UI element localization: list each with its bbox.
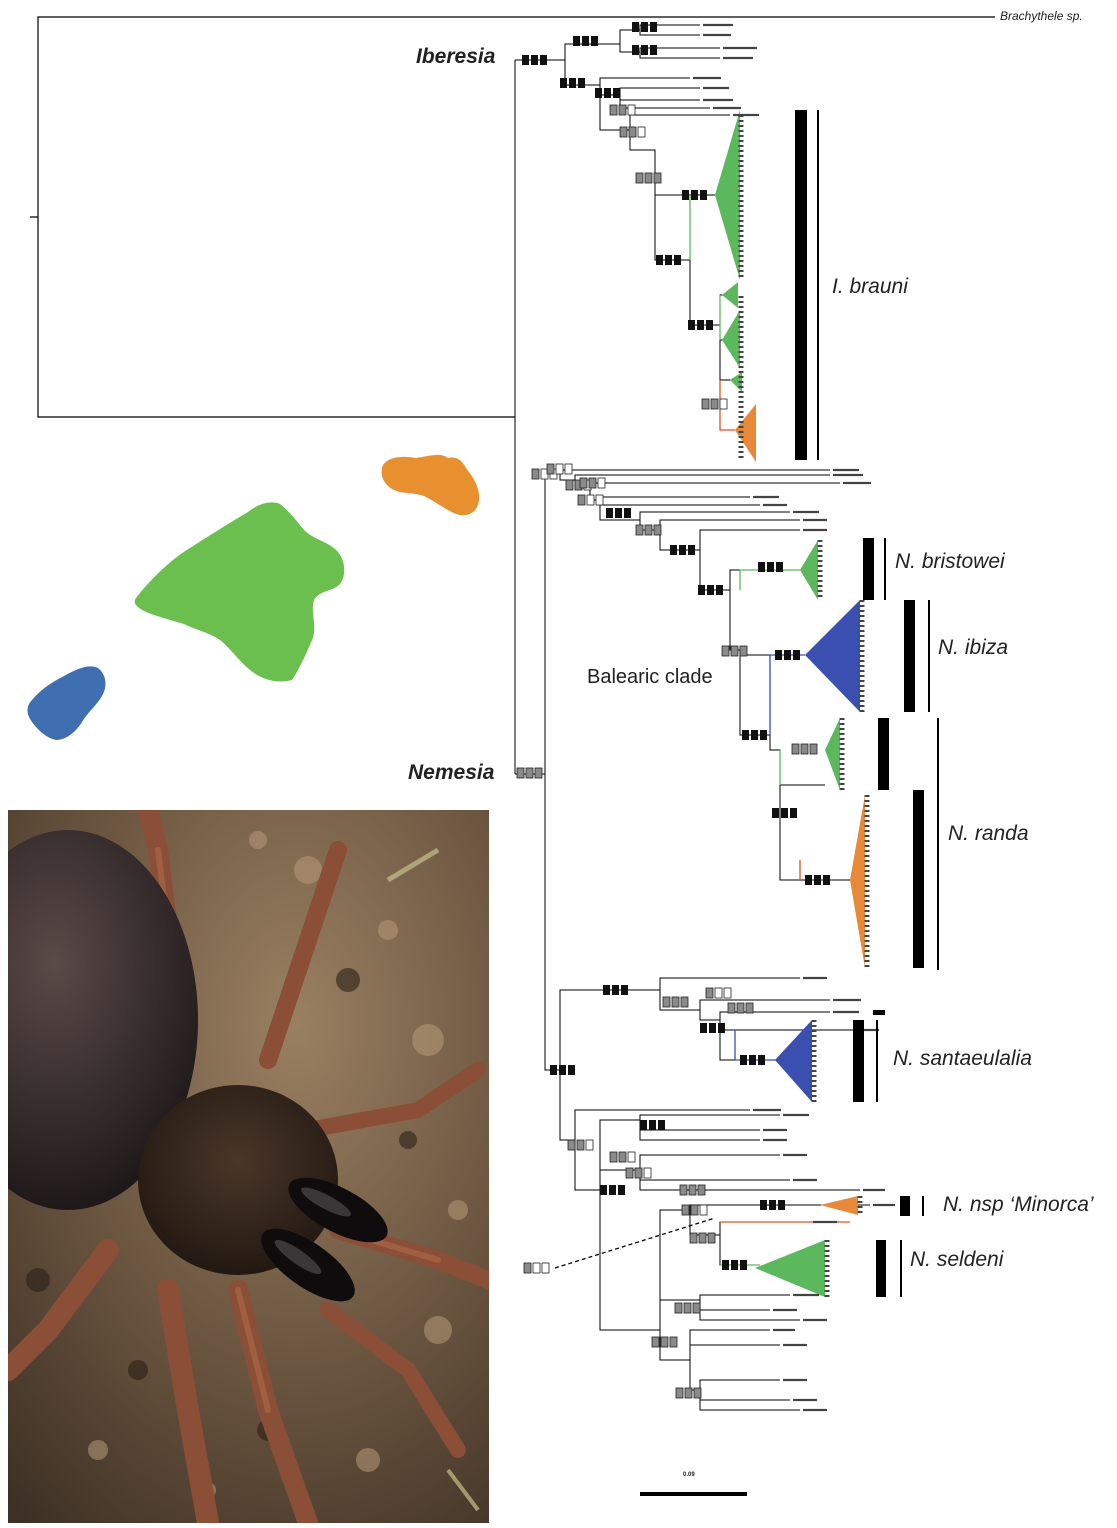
tip-labels bbox=[693, 25, 895, 1410]
ibiza-blue-triangle bbox=[805, 600, 860, 712]
genus-iberesia-label: Iberesia bbox=[416, 45, 495, 69]
species-label: N. ibiza bbox=[938, 636, 1008, 660]
santaeulalia-blue-triangle bbox=[775, 1020, 812, 1102]
brauni-green-triangle-3 bbox=[722, 310, 740, 368]
spider-photo bbox=[8, 810, 489, 1523]
brauni-green-triangle bbox=[715, 110, 740, 280]
bristowei-green-triangle bbox=[800, 540, 818, 600]
tree-branches bbox=[515, 25, 870, 1410]
randa-orange-triangle bbox=[850, 795, 865, 968]
outgroup-label: Brachythele sp. bbox=[1000, 9, 1083, 23]
menorca-island bbox=[382, 455, 479, 515]
brauni-orange-triangle bbox=[735, 404, 756, 462]
genus-nemesia-label: Nemesia bbox=[408, 761, 494, 785]
species-label: N. randa bbox=[948, 822, 1029, 846]
scale-bar bbox=[640, 1492, 747, 1496]
spider-photo-drawing bbox=[8, 810, 489, 1523]
brauni-green-triangle-2 bbox=[722, 282, 738, 308]
randa-green-triangle bbox=[825, 718, 840, 790]
species-label: N. seldeni bbox=[910, 1248, 1003, 1272]
balearic-clade-label: Balearic clade bbox=[587, 666, 713, 689]
mallorca-island bbox=[135, 502, 345, 681]
ibiza-island bbox=[28, 666, 106, 740]
seldeni-green-triangle bbox=[755, 1240, 825, 1297]
species-label: I. brauni bbox=[832, 275, 908, 299]
scale-bar-label: 0.09 bbox=[683, 1472, 695, 1478]
species-label: N. bristowei bbox=[895, 550, 1005, 574]
support-values bbox=[517, 22, 830, 1398]
species-label: N. santaeulalia bbox=[893, 1047, 1032, 1071]
balearic-map bbox=[28, 455, 480, 740]
species-label: N. nsp ‘Minorca’ bbox=[943, 1193, 1094, 1217]
outgroup-branch bbox=[30, 17, 995, 417]
colored-branches bbox=[690, 195, 850, 1265]
minorca-orange-triangle bbox=[820, 1196, 858, 1215]
